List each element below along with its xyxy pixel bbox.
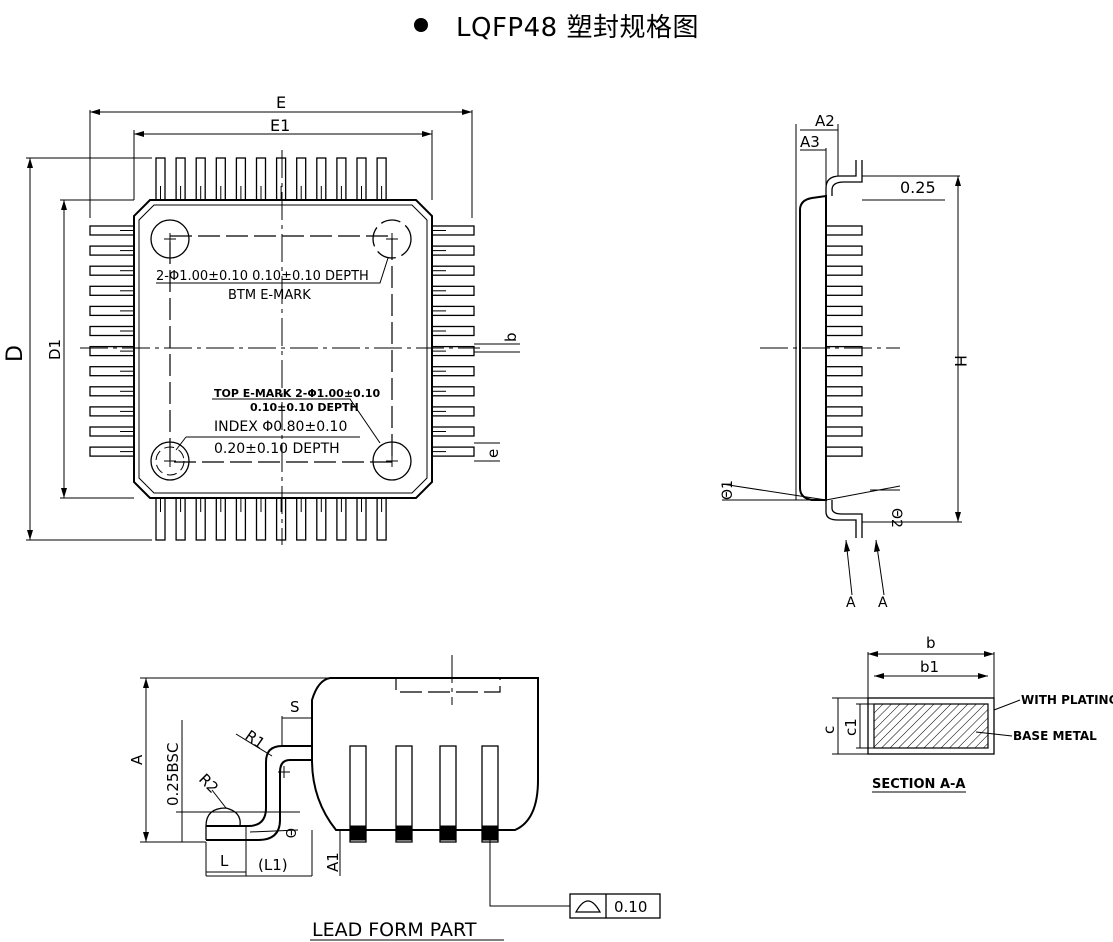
profile-surface-icon (574, 900, 602, 913)
lead-form-caption: LEAD FORM PART (312, 919, 477, 941)
dim-D1: D1 (46, 339, 64, 360)
lead-form-lead (439, 745, 457, 843)
label-with-plating: WITH PLATING (1021, 693, 1113, 707)
leader-btm (156, 257, 389, 284)
dim-b1: b1 (920, 658, 939, 676)
dim-c: c (820, 726, 838, 734)
base-metal (873, 703, 989, 749)
note-top-2: 0.10±0.10 DEPTH (250, 401, 359, 414)
dim-b-section: b (926, 634, 936, 652)
plating-outline (867, 697, 995, 755)
dim-H: H (951, 355, 970, 367)
side-leads (825, 225, 863, 457)
side-lead (825, 366, 863, 377)
package-body-inner (138, 204, 428, 494)
note-index-2: 0.20±0.10 DEPTH (214, 441, 340, 457)
dim-theta: Θ (282, 828, 297, 838)
tolerance-frame (569, 893, 661, 919)
dim-e: e (484, 449, 502, 458)
side-lead (825, 305, 863, 317)
side-lead (825, 345, 863, 357)
side-lead (825, 386, 863, 397)
note-btm-1: 2-Φ1.00±0.10 0.10±0.10 DEPTH (156, 269, 369, 284)
dim-b-top: b (502, 332, 520, 342)
side-lead-foot (825, 500, 857, 538)
dim-0-25bsc: 0.25BSC (164, 743, 182, 806)
dim-L: L (220, 852, 229, 870)
dim-A2: A2 (815, 112, 835, 130)
dim-D: D (3, 345, 28, 362)
formed-lead (206, 745, 312, 827)
dim-R2: R2 (195, 770, 222, 797)
lead-form-lead-foot (439, 825, 457, 841)
side-lead (825, 406, 863, 417)
note-index-1: INDEX Φ0.80±0.10 (214, 419, 347, 435)
dim-A3: A3 (800, 133, 820, 151)
dim-A1: A1 (324, 852, 342, 872)
dim-R1: R1 (242, 727, 269, 753)
lead-form-lead-foot (349, 825, 367, 841)
dim-theta1: Θ1 (720, 480, 736, 500)
label-base-metal: BASE METAL (1013, 729, 1097, 743)
side-lead (825, 225, 863, 236)
btm-emark-left (150, 219, 190, 259)
lead-form-lead-foot (395, 825, 413, 841)
dim-A: A (128, 754, 146, 765)
section-A-left: A (846, 595, 856, 611)
dim-L1: (L1) (258, 856, 288, 874)
leads-bottom (155, 497, 387, 541)
side-lead (825, 426, 863, 437)
index-mark (150, 441, 190, 481)
leads-top (155, 157, 387, 201)
side-lead (825, 285, 863, 296)
leader-top (212, 398, 381, 444)
section-view: b b1 c c1 WITH PLATING BASE METAL SECTIO… (820, 634, 1113, 793)
side-lead (825, 446, 863, 457)
section-caption: SECTION A-A (872, 777, 965, 792)
dim-c1: c1 (842, 718, 860, 736)
dim-theta2: Θ2 (888, 508, 904, 528)
leads-right (431, 225, 475, 457)
tolerance-value: 0.10 (614, 898, 647, 916)
lead-form-body (311, 677, 539, 831)
lead-form-leads (349, 745, 499, 843)
dim-S: S (290, 698, 300, 716)
side-lead (825, 325, 863, 337)
side-lead (825, 245, 863, 256)
top-emark-right (372, 441, 412, 481)
top-view: 2-Φ1.00±0.10 0.10±0.10 DEPTH BTM E-MARK … (3, 93, 520, 545)
bullet-icon (414, 18, 429, 32)
lead-form-view: A 0.25BSC S R1 R2 L (L1) Θ A1 (128, 655, 661, 941)
lead-form-lead (395, 745, 413, 843)
title-text: LQFP48 塑封规格图 (456, 12, 699, 43)
dim-E1: E1 (270, 116, 290, 135)
dim-E: E (276, 93, 286, 112)
package-body (133, 199, 433, 499)
side-view: A2 A3 0.25 H Θ1 Θ2 A A (720, 112, 970, 611)
leads-left (89, 225, 135, 457)
page-title: LQFP48 塑封规格图 (0, 0, 1113, 50)
btm-emark-right (372, 219, 412, 259)
note-top-1: TOP E-MARK 2-Φ1.00±0.10 (214, 387, 381, 400)
lead-form-lead (349, 745, 367, 843)
note-btm-2: BTM E-MARK (228, 288, 311, 303)
dim-0-25: 0.25 (900, 178, 936, 197)
side-lead (825, 265, 863, 276)
section-A-right: A (878, 595, 888, 611)
